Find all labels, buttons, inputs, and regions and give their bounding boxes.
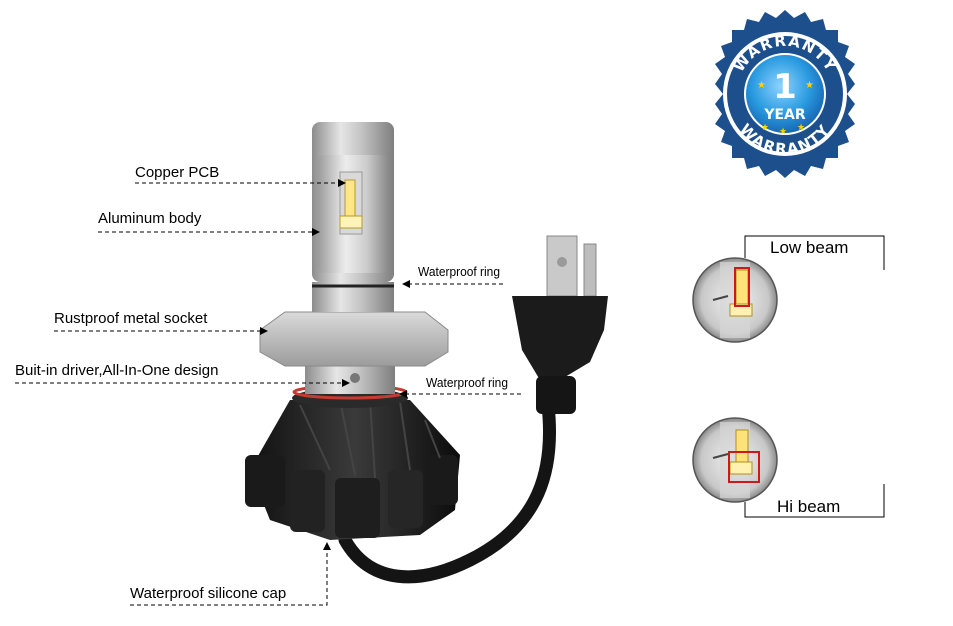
- label-silicone-cap: Waterproof silicone cap: [130, 585, 287, 602]
- power-cable: [338, 398, 557, 584]
- low-beam-thumbnail: [692, 235, 885, 343]
- label-aluminum-body: Aluminum body: [98, 210, 202, 227]
- warranty-badge: ★ ★ ★ ★ ★: [715, 10, 855, 178]
- heatsink-cap: [245, 384, 460, 540]
- label-waterproof-ring-bottom: Waterproof ring: [426, 375, 508, 390]
- label-built-in-driver: Buit-in driver,All-In-One design: [15, 362, 219, 379]
- metal-socket: [259, 311, 449, 367]
- leader-cap: [130, 548, 328, 606]
- label-copper-pcb: Copper PCB: [135, 164, 220, 181]
- svg-text:★: ★: [797, 122, 805, 132]
- label-low-beam: Low beam: [770, 238, 849, 257]
- label-rustproof-socket: Rustproof metal socket: [54, 310, 208, 327]
- aluminum-body: [312, 122, 394, 312]
- high-beam-thumbnail: [692, 417, 885, 518]
- h4-connector: [512, 235, 608, 414]
- svg-text:★: ★: [805, 80, 814, 91]
- label-high-beam: Hi beam: [777, 497, 841, 516]
- svg-text:★: ★: [761, 122, 769, 132]
- label-waterproof-ring-top: Waterproof ring: [418, 264, 500, 279]
- svg-text:★: ★: [757, 80, 766, 91]
- svg-text:★: ★: [779, 126, 787, 136]
